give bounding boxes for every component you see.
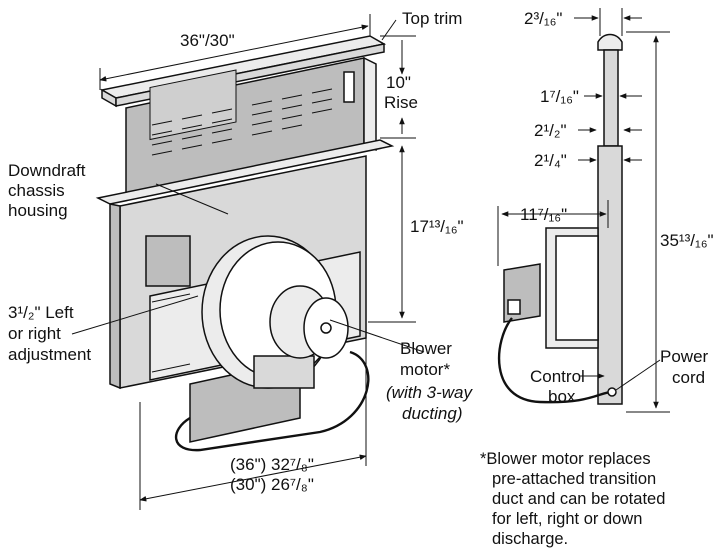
dim-side-low: 2¹/₄" [534, 151, 567, 170]
label-top-trim: Top trim [402, 9, 462, 28]
label-adjust-1: 3¹/₂" Left [8, 303, 74, 322]
label-motor-2: motor* [400, 360, 450, 379]
blower-motor [201, 235, 349, 389]
footnote-line-3: duct and can be rotated [492, 490, 665, 508]
label-rise-value: 10" [386, 73, 411, 92]
footnote-line-1: *Blower motor replaces [480, 450, 651, 468]
labels: Top trim 10" Rise Downdraft chassis hous… [8, 9, 709, 423]
control-box-shape [503, 263, 541, 323]
label-housing-3: housing [8, 201, 68, 220]
dimension-text: 36"/30" 17¹³/₁₆" (36") 32⁷/₈" (30") 26⁷/… [180, 9, 714, 494]
label-motor-3: (with 3-way [386, 383, 473, 402]
label-rise-word: Rise [384, 93, 418, 112]
dim-width-36: (36") 32⁷/₈" [230, 455, 314, 474]
label-motor-1: Blower [400, 339, 452, 358]
label-adjust-3: adjustment [8, 345, 91, 364]
label-power-1: Power [660, 347, 709, 366]
side-power-cord [497, 317, 613, 404]
dim-width-30: (30") 26⁷/₈" [230, 475, 314, 494]
dim-side-trim: 2³/₁₆" [524, 9, 562, 28]
footnote-line-2: pre-attached transition [492, 470, 656, 488]
footnote-line-5: discharge. [492, 530, 568, 548]
vent-grilles [151, 88, 333, 156]
front-power-cord [174, 350, 370, 452]
dim-side-upper: 1⁷/₁₆" [540, 87, 579, 106]
label-control-2: box [548, 387, 576, 406]
front-view [95, 35, 395, 452]
side-view [497, 33, 623, 405]
footnote: *Blower motor replaces pre-attached tran… [480, 450, 665, 548]
footnote-line-4: for left, right or down [492, 510, 642, 528]
label-housing-1: Downdraft [8, 161, 86, 180]
label-adjust-2: or right [8, 324, 61, 343]
dim-side-depth: 11⁷/₁₆" [520, 205, 567, 224]
dim-side-height: 35¹³/₁₆" [660, 231, 714, 250]
dim-height-chassis: 17¹³/₁₆" [410, 217, 464, 236]
label-power-2: cord [672, 368, 705, 387]
dimension-lines [71, 8, 670, 510]
label-housing-2: chassis [8, 181, 65, 200]
dim-width-top: 36"/30" [180, 31, 235, 50]
label-control-1: Control [530, 367, 585, 386]
dim-side-mid: 2¹/₂" [534, 121, 566, 140]
vent-panel [125, 56, 377, 197]
label-motor-4: ducting) [402, 404, 462, 423]
